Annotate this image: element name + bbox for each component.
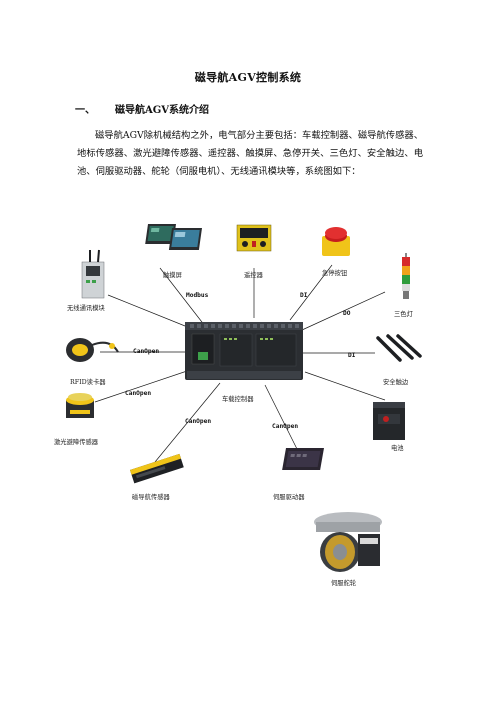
modbus-conn-label: Modbus <box>186 292 209 299</box>
laser-image <box>66 393 94 418</box>
mag-sensor-image <box>130 453 184 484</box>
canopen-rfid-conn-label: CanOpen <box>133 348 160 355</box>
di-top-conn-label: DI <box>300 292 308 299</box>
estop-label: 急停按钮 <box>322 270 348 277</box>
connection-lines <box>94 264 386 463</box>
page-title: 磁导航AGV控制系统 <box>194 71 302 84</box>
wireless-image <box>81 249 105 299</box>
do-conn-label: DO <box>343 310 351 317</box>
estop-image <box>322 227 350 256</box>
canopen-laser-conn-label: CanOpen <box>125 390 152 397</box>
section-title: 磁导航AGV系统介绍 <box>115 105 210 116</box>
intro-paragraph: 磁导航AGV除机械结构之外，电气部分主要包括：车载控制器、磁导航传感器、地标传感… <box>77 130 423 177</box>
remote-label: 遥控器 <box>244 272 263 279</box>
canopen-mag-conn-label: CanOpen <box>185 418 212 425</box>
remote-image <box>236 224 272 252</box>
wheel-label: 伺服舵轮 <box>331 580 357 587</box>
di-right-conn-label: DI <box>348 352 356 359</box>
battery-label: 电池 <box>391 445 404 452</box>
rfid-image <box>66 338 119 362</box>
canopen-servo-conn-label: CanOpen <box>272 423 299 430</box>
section-number: 一、 <box>75 105 95 116</box>
rfid-label: RFID读卡器 <box>70 379 106 386</box>
touchscreen-label: 触摸屏 <box>163 272 182 279</box>
safety-edge-label: 安全触边 <box>383 379 409 386</box>
controller-label: 车载控制器 <box>222 396 254 403</box>
safety-edge-image <box>376 334 422 362</box>
servo-driver-label: 伺服驱动器 <box>273 494 305 501</box>
lamp-label: 三色灯 <box>394 311 413 318</box>
wireless-label: 无线通讯模块 <box>67 305 105 312</box>
battery-image <box>373 402 405 440</box>
laser-label: 激光避障传感器 <box>54 439 99 446</box>
controller-image <box>185 322 303 380</box>
section-heading: 一、 磁导航AGV系统介绍 <box>75 101 209 116</box>
mag-sensor-label: 磁导航传感器 <box>132 494 170 501</box>
lamp-image <box>402 253 410 299</box>
touchscreen-image <box>145 224 202 250</box>
servo-driver-image <box>282 448 324 470</box>
wheel-image <box>314 512 382 572</box>
